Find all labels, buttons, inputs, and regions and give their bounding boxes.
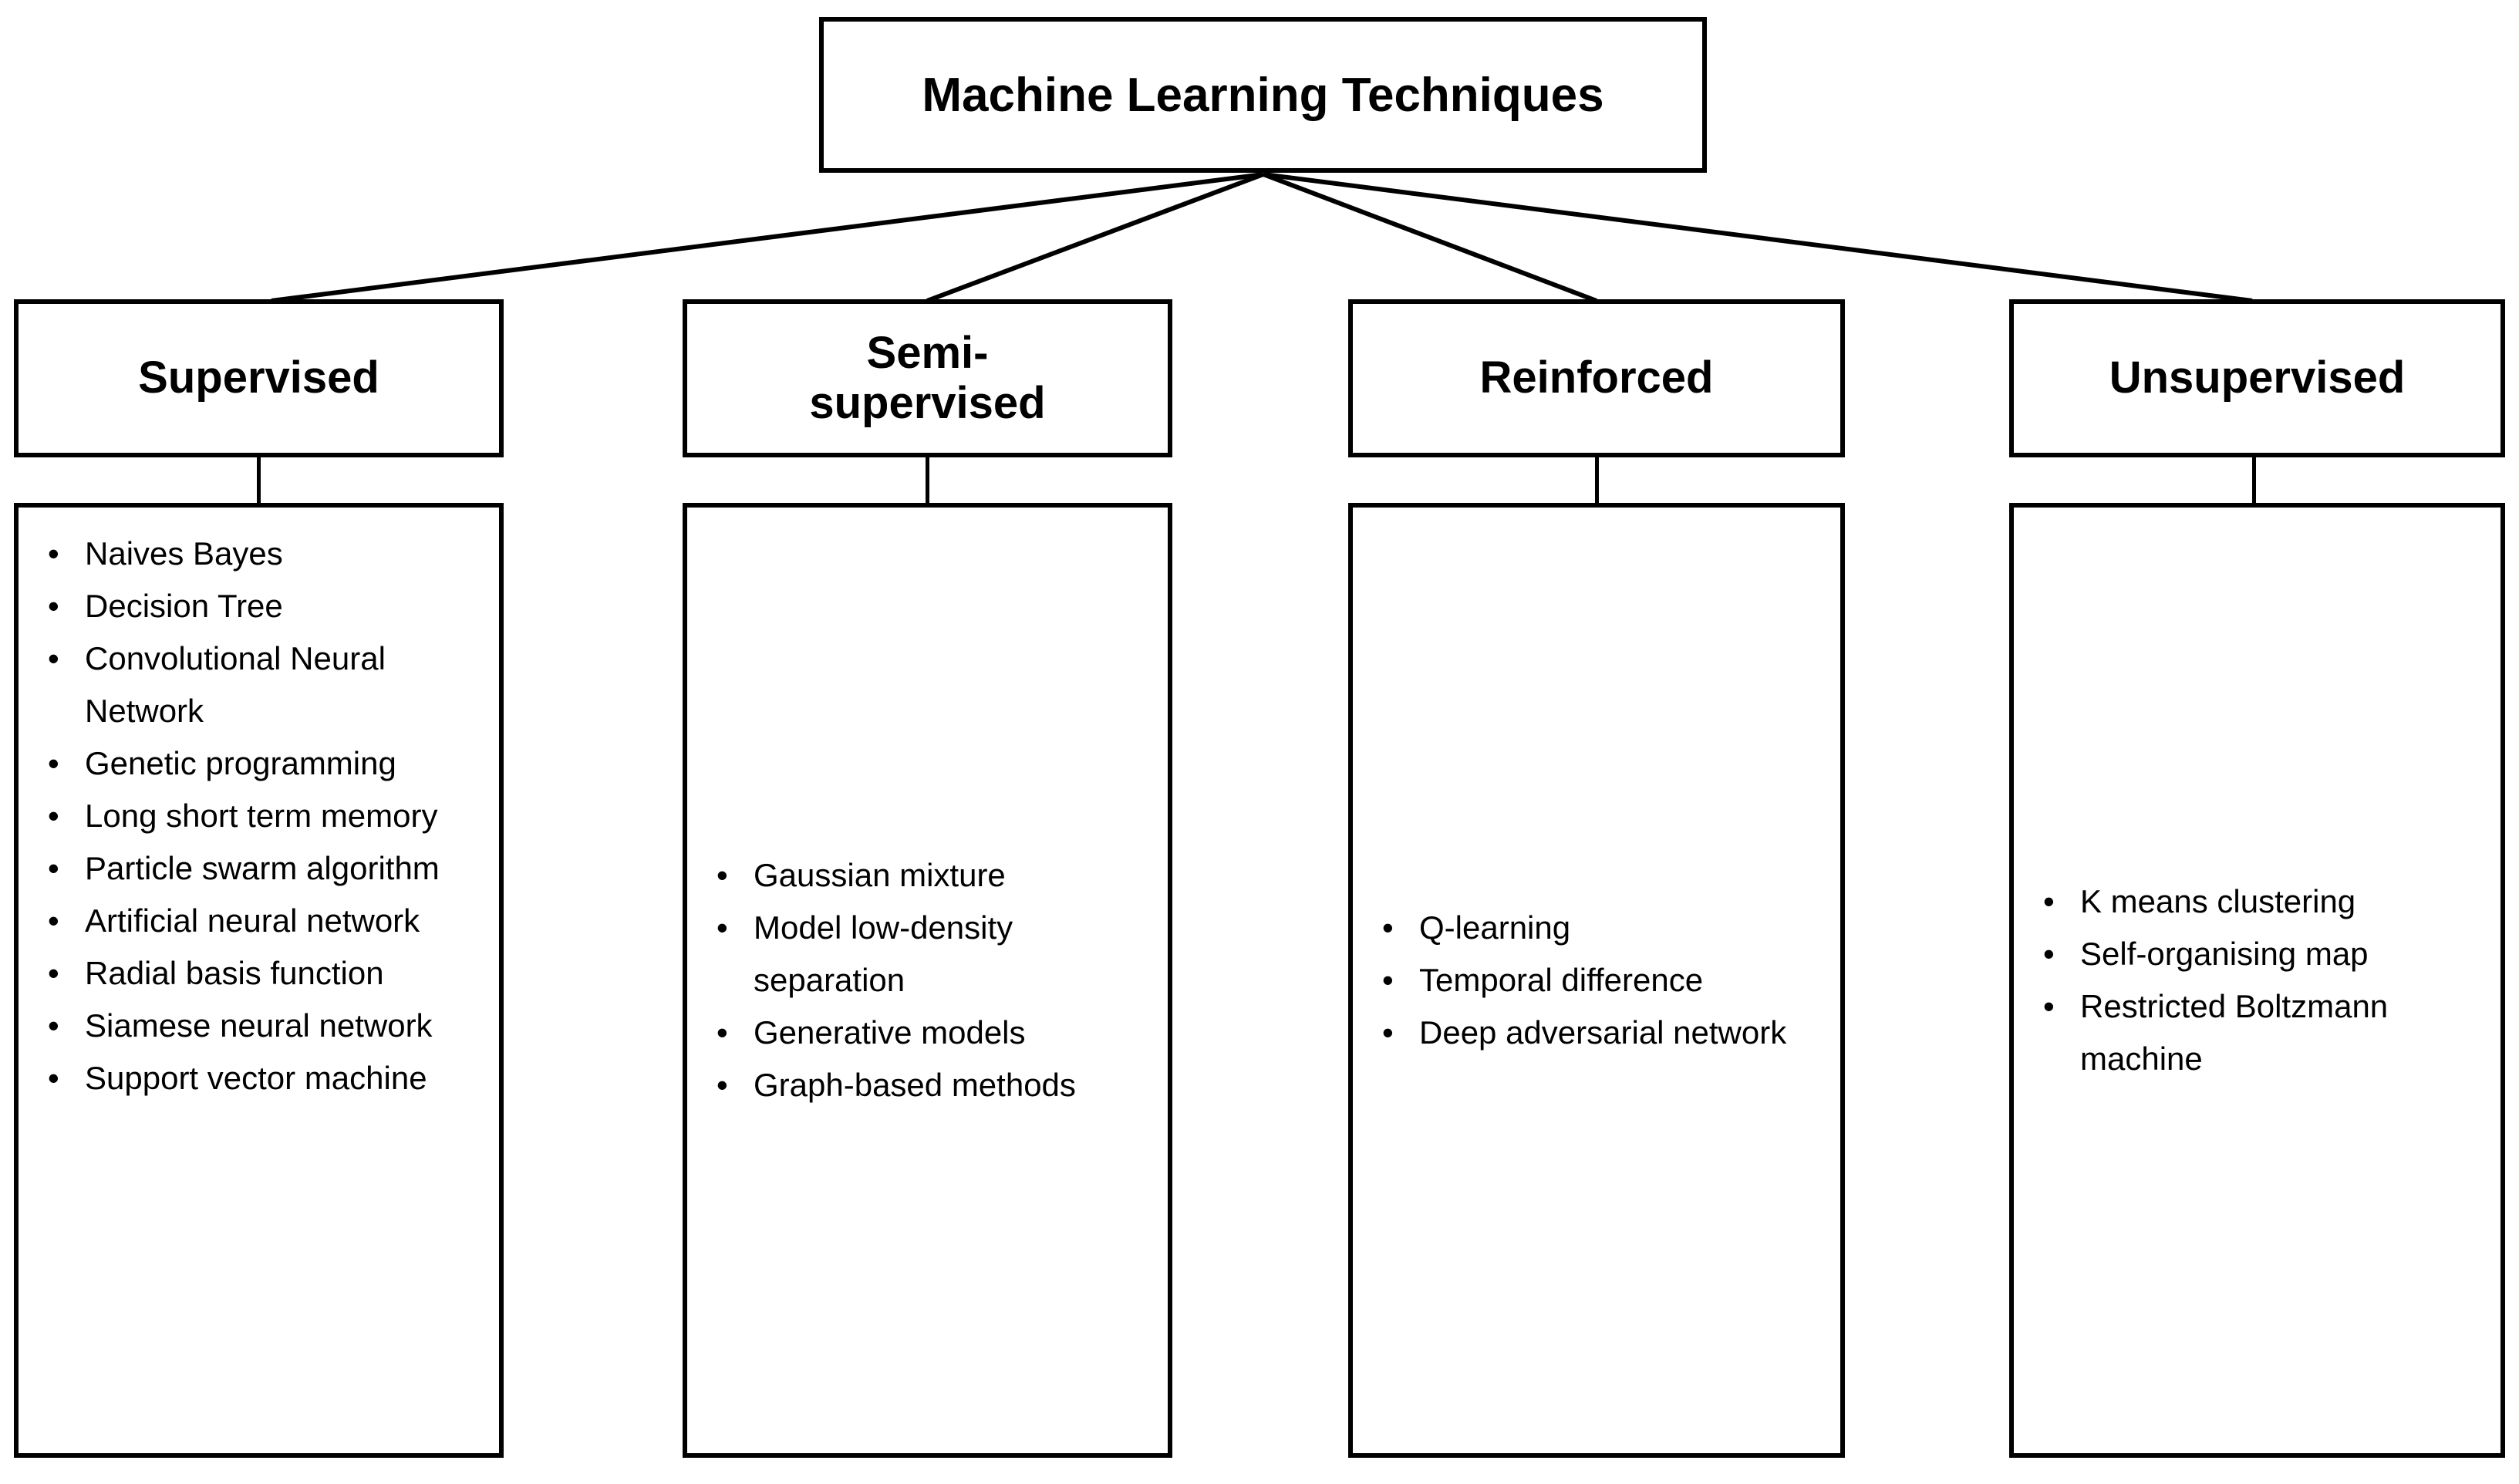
bullet-icon: • — [2043, 935, 2055, 972]
connector-to-unsupervised — [1263, 172, 2253, 303]
list-item: • Convolutional Neural Network — [19, 632, 499, 737]
list-panel-unsupervised: • K means clustering • Self-organising m… — [2009, 503, 2505, 1458]
list-item-label: Q-learning — [1419, 909, 1571, 946]
category-header-semi-supervised: Semi-supervised — [683, 299, 1172, 457]
list-item: • Model low-density separation — [687, 902, 1168, 1007]
category-header-unsupervised: Unsupervised — [2009, 299, 2505, 457]
bullet-icon: • — [48, 588, 59, 625]
list-item: • Q-learning — [1353, 902, 1840, 954]
connector-to-semi-supervised — [926, 172, 1265, 303]
list-item-label: Radial basis function — [85, 955, 384, 992]
connector-to-supervised — [271, 172, 1264, 303]
bullet-list-semi-supervised: • Gaussian mixture • Model low-density s… — [687, 849, 1168, 1111]
list-panel-semi-supervised: • Gaussian mixture • Model low-density s… — [683, 503, 1172, 1458]
list-item: • Naives Bayes — [19, 528, 499, 580]
list-item-label: Generative models — [754, 1014, 1026, 1051]
list-item-label: Temporal difference — [1419, 961, 1704, 998]
bullet-icon: • — [48, 1060, 59, 1097]
bullet-icon: • — [48, 902, 59, 939]
bullet-list-reinforced: • Q-learning • Temporal difference • Dee… — [1353, 902, 1840, 1059]
bullet-icon: • — [717, 1067, 728, 1104]
list-item: • Self-organising map — [2014, 928, 2500, 980]
bullet-icon: • — [48, 640, 59, 677]
category-header-semi-supervised-line2: supervised — [809, 377, 1046, 428]
list-item: • Siamese neural network — [19, 1000, 499, 1052]
list-item-label: Model low-density separation — [754, 909, 1013, 998]
root-node-machine-learning-techniques: Machine Learning Techniques — [819, 17, 1707, 173]
list-item: • Deep adversarial network — [1353, 1007, 1840, 1059]
stem-semi-supervised — [926, 457, 929, 505]
bullet-icon: • — [1382, 909, 1394, 946]
list-item-label: Siamese neural network — [85, 1007, 433, 1044]
bullet-icon: • — [717, 1014, 728, 1051]
list-item-label: Support vector machine — [85, 1060, 427, 1097]
list-item: • Artificial neural network — [19, 895, 499, 947]
bullet-list-supervised: • Naives Bayes • Decision Tree • Convolu… — [19, 528, 499, 1105]
list-item-label: Gaussian mixture — [754, 856, 1006, 893]
stem-unsupervised — [2252, 457, 2256, 505]
connector-to-reinforced — [1262, 172, 1598, 303]
bullet-list-unsupervised: • K means clustering • Self-organising m… — [2014, 875, 2500, 1085]
category-header-reinforced-label: Reinforced — [1479, 352, 1714, 403]
bullet-icon: • — [48, 1007, 59, 1044]
stem-supervised — [257, 457, 261, 505]
list-item: • Graph-based methods — [687, 1059, 1168, 1111]
list-item-label: K means clustering — [2080, 882, 2356, 919]
list-panel-reinforced: • Q-learning • Temporal difference • Dee… — [1348, 503, 1845, 1458]
bullet-icon: • — [717, 856, 728, 893]
list-item: • Decision Tree — [19, 580, 499, 632]
list-item-label: Long short term memory — [85, 798, 438, 835]
list-item: • Support vector machine — [19, 1052, 499, 1105]
list-item-label: Artificial neural network — [85, 902, 420, 939]
category-header-semi-supervised-label: Semi-supervised — [809, 327, 1046, 429]
bullet-icon: • — [48, 850, 59, 887]
bullet-icon: • — [717, 909, 728, 946]
list-item-label: Convolutional Neural Network — [85, 640, 386, 730]
list-item: • Radial basis function — [19, 947, 499, 1000]
bullet-icon: • — [1382, 961, 1394, 998]
bullet-icon: • — [2043, 882, 2055, 919]
stem-reinforced — [1595, 457, 1599, 505]
list-item-label: Genetic programming — [85, 745, 396, 782]
bullet-icon: • — [48, 535, 59, 572]
list-item-label: Restricted Boltzmann machine — [2080, 988, 2389, 1078]
list-item: • K means clustering — [2014, 875, 2500, 928]
bullet-icon: • — [2043, 988, 2055, 1024]
list-item-label: Particle swarm algorithm — [85, 850, 440, 887]
category-header-reinforced: Reinforced — [1348, 299, 1845, 457]
list-item: • Restricted Boltzmann machine — [2014, 980, 2500, 1085]
list-item-label: Self-organising map — [2080, 935, 2369, 972]
list-panel-supervised: • Naives Bayes • Decision Tree • Convolu… — [14, 503, 504, 1458]
bullet-icon: • — [48, 745, 59, 782]
bullet-icon: • — [1382, 1014, 1394, 1051]
list-item-label: Deep adversarial network — [1419, 1014, 1787, 1051]
root-node-label: Machine Learning Techniques — [922, 68, 1604, 122]
list-item: • Long short term memory — [19, 790, 499, 842]
bullet-icon: • — [48, 798, 59, 835]
bullet-icon: • — [48, 955, 59, 992]
list-item: • Temporal difference — [1353, 954, 1840, 1007]
list-item-label: Decision Tree — [85, 588, 283, 625]
category-header-unsupervised-label: Unsupervised — [2109, 352, 2406, 403]
category-header-supervised: Supervised — [14, 299, 504, 457]
list-item: • Particle swarm algorithm — [19, 842, 499, 895]
list-item-label: Naives Bayes — [85, 535, 283, 572]
list-item-label: Graph-based methods — [754, 1067, 1076, 1104]
list-item: • Gaussian mixture — [687, 849, 1168, 902]
list-item: • Genetic programming — [19, 737, 499, 790]
category-header-supervised-label: Supervised — [138, 352, 379, 403]
category-header-semi-supervised-line1: Semi- — [866, 327, 989, 378]
list-item: • Generative models — [687, 1007, 1168, 1059]
